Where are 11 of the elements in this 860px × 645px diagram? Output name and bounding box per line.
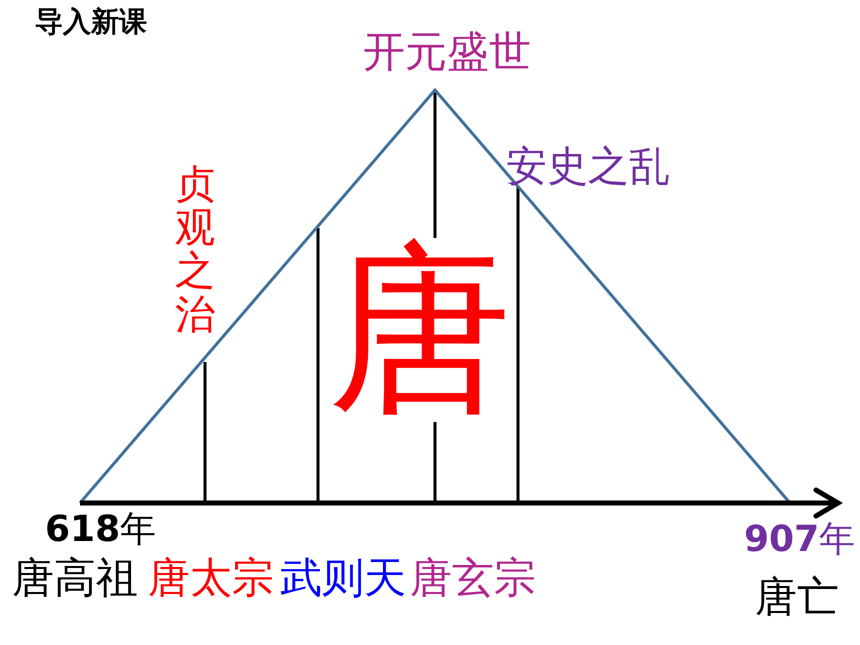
period-label: 贞观之治 xyxy=(175,164,215,337)
emperor-name: 唐玄宗 xyxy=(410,557,536,599)
emperor-name: 武则天 xyxy=(280,557,406,599)
year-label: 618年 xyxy=(45,512,156,548)
emperor-name: 唐太宗 xyxy=(148,557,274,599)
lesson-heading: 导入新课 xyxy=(35,8,147,36)
end-label: 唐亡 xyxy=(755,576,839,618)
event-label: 安史之乱 xyxy=(506,146,670,187)
emperor-name: 唐高祖 xyxy=(12,557,138,599)
period-label: 开元盛世 xyxy=(363,31,531,73)
year-label: 907年 xyxy=(744,522,856,558)
